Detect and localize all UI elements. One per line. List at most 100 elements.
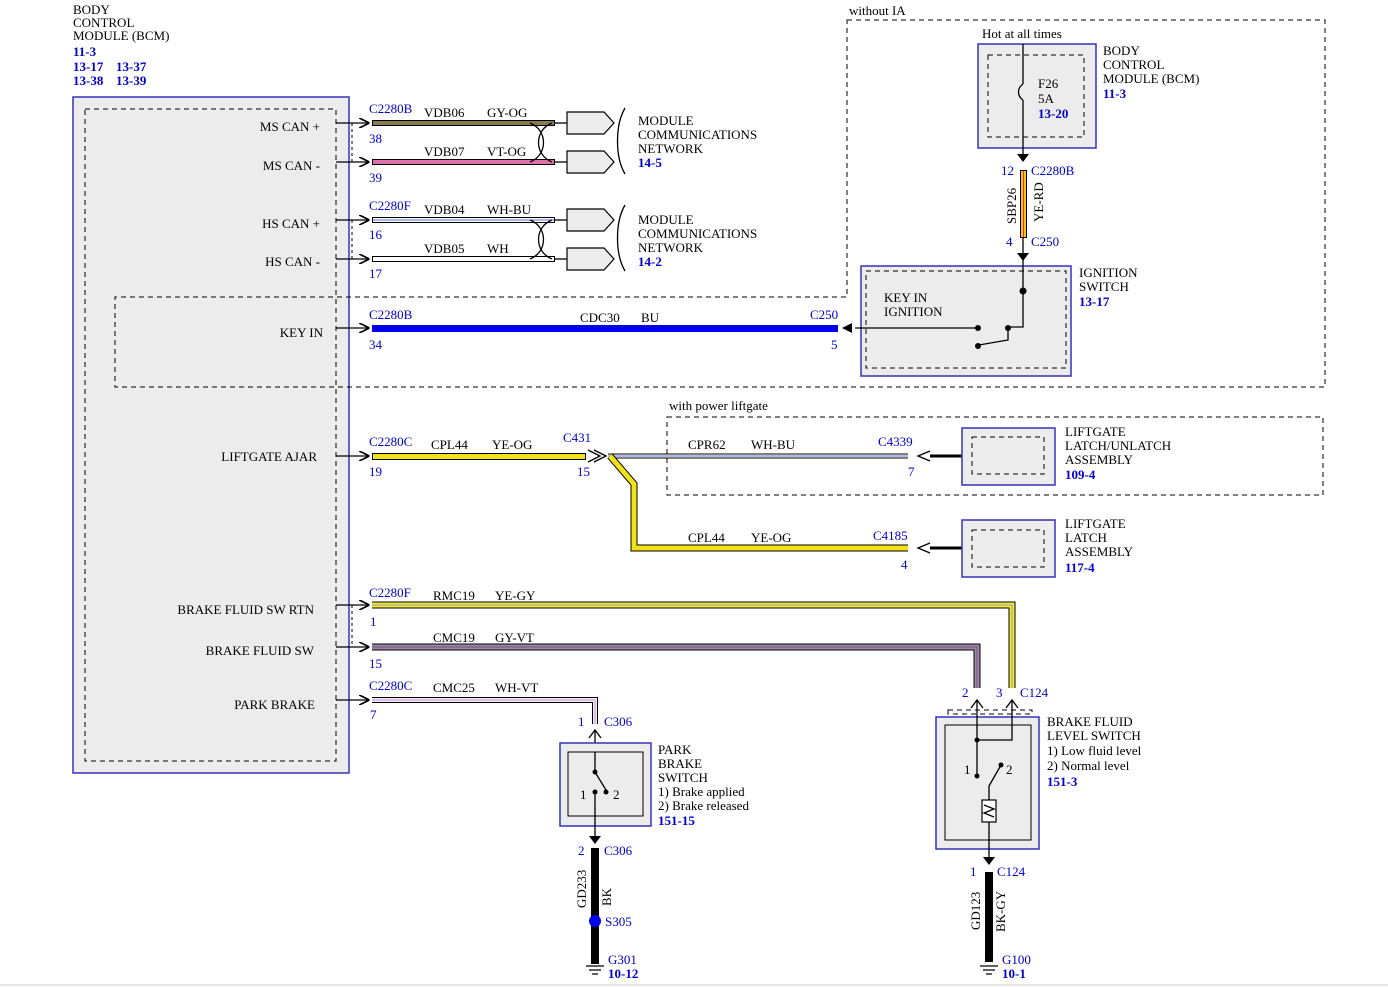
brake-sw-circuit: CMC19 bbox=[433, 630, 475, 645]
wire-rmc19-tracer bbox=[372, 604, 1013, 688]
brake-switch-upper-loop bbox=[976, 700, 1013, 741]
liftgate-ajar-pin: 19 bbox=[369, 464, 382, 479]
ignition-switch-line-2: SWITCH bbox=[1079, 279, 1129, 294]
key-in-circuit: CDC30 bbox=[580, 310, 620, 325]
fuse-bcm-box bbox=[977, 43, 1097, 149]
sbp26-bottom-connector: C250 bbox=[1031, 234, 1059, 249]
liftgate-ajar-connector: C2280C bbox=[369, 434, 412, 449]
key-in-connector: C2280B bbox=[369, 307, 413, 322]
park-switch-state-1: 1) Brake applied bbox=[658, 784, 745, 799]
wire-vdb06 bbox=[373, 121, 554, 125]
brake-switch-spacer bbox=[947, 709, 1033, 715]
brake-contact-1-label: 1 bbox=[964, 762, 971, 777]
wire-cpl44-a bbox=[373, 454, 585, 459]
fuse-bcm-line-1: BODY bbox=[1103, 43, 1140, 58]
pin-park-brake: PARK BRAKE bbox=[234, 697, 315, 712]
ignition-output-arrow bbox=[842, 323, 852, 333]
liftgate-ajar-circuit: CPL44 bbox=[431, 437, 468, 452]
hs-minus-network-connector bbox=[566, 247, 615, 271]
ignition-node-3 bbox=[975, 325, 981, 331]
hs-can-plus-pin: 16 bbox=[369, 227, 383, 242]
ms-minus-network-connector bbox=[566, 150, 615, 174]
hs-can-twist bbox=[529, 219, 553, 260]
liftgate-latch-inner bbox=[971, 529, 1045, 568]
park-brake-connector: C2280C bbox=[369, 678, 412, 693]
ms-network-brace bbox=[616, 107, 626, 175]
bcm-module-box bbox=[72, 96, 350, 774]
c4185-arrow bbox=[916, 542, 931, 554]
park-switch-top-pin: 1 bbox=[578, 714, 585, 729]
fuse-bcm-line-2: CONTROL bbox=[1103, 57, 1164, 72]
liftgate-latch-line-1: LIFTGATE bbox=[1065, 516, 1126, 531]
bcm-title-line-1: BODY bbox=[73, 2, 110, 17]
bcm-title-line-3: MODULE (BCM) bbox=[73, 28, 169, 43]
without-ia-dashed-region bbox=[114, 19, 1326, 388]
park-switch-ref: 151-15 bbox=[658, 813, 695, 828]
sbp26-color: YE-RD bbox=[1031, 182, 1046, 222]
fuse-element-icon bbox=[1017, 83, 1024, 101]
wire-cmc19-tracer bbox=[372, 646, 978, 688]
hs-plus-network-connector bbox=[566, 208, 615, 232]
park-switch-bottom-arrow bbox=[589, 836, 601, 844]
brake-fluid-wires: C2280F 1 RMC19 YE-GY 15 CMC19 GY-VT bbox=[336, 585, 1016, 688]
pin-hs-can-minus: HS CAN - bbox=[265, 254, 320, 269]
bcm-ref-5: 13-39 bbox=[116, 73, 147, 88]
wire-cdc30 bbox=[372, 325, 838, 332]
ignition-switch: IGNITION SWITCH 13-17 KEY IN IGNITION bbox=[842, 262, 1138, 377]
network-2-line-2: COMMUNICATIONS bbox=[638, 226, 757, 241]
brake-sw-color: GY-VT bbox=[495, 630, 534, 645]
without-ia-label: without IA bbox=[849, 3, 906, 18]
key-in-wire: C2280B 34 CDC30 BU C250 5 bbox=[336, 307, 838, 352]
fuse-bcm-inner bbox=[987, 54, 1085, 138]
network-1-ref: 14-5 bbox=[638, 155, 662, 170]
bcm-title: BODY CONTROL MODULE (BCM) 11-3 13-17 13-… bbox=[73, 2, 169, 88]
fuse-bcm-line-3: MODULE (BCM) bbox=[1103, 71, 1199, 86]
pin-ms-can-minus: MS CAN - bbox=[263, 158, 320, 173]
ignition-switch-circuit bbox=[855, 262, 1024, 346]
cpr62-circuit: CPR62 bbox=[688, 437, 726, 452]
park-brake-color: WH-VT bbox=[495, 680, 538, 695]
brake-switch-contact-1 bbox=[974, 773, 980, 779]
c431-connector-chevron bbox=[587, 449, 608, 463]
brake-switch-top-arrows bbox=[970, 698, 1019, 709]
fuse-rating: 5A bbox=[1038, 91, 1055, 106]
brake-switch-top-connector: C124 bbox=[1020, 685, 1049, 700]
wire-vdb05 bbox=[373, 257, 554, 261]
liftgate-ajar-color: YE-OG bbox=[492, 437, 532, 452]
pin-brake-fluid-sw-rtn: BRAKE FLUID SW RTN bbox=[177, 602, 314, 617]
pin-hs-can-plus: HS CAN + bbox=[262, 216, 320, 231]
park-brake-circuit: CMC25 bbox=[433, 680, 475, 695]
network-1-line-3: NETWORK bbox=[638, 141, 704, 156]
key-in-far-pin: 5 bbox=[831, 337, 838, 352]
sbp26-top-pin: 12 bbox=[1001, 163, 1014, 178]
park-switch-top-connector: C306 bbox=[604, 714, 633, 729]
hs-can-minus-color: WH bbox=[487, 241, 509, 256]
brake-switch-bottom-pin: 1 bbox=[970, 864, 977, 879]
ignition-inner-line-2: IGNITION bbox=[884, 304, 943, 319]
park-switch-line-2: BRAKE bbox=[658, 756, 702, 771]
liftgate-latch-unlatch-ref: 109-4 bbox=[1065, 467, 1096, 482]
ms-plus-network-connector bbox=[566, 111, 615, 135]
bcm-ref-3: 13-37 bbox=[116, 59, 147, 74]
ignition-node-4 bbox=[975, 343, 981, 349]
wire-gd233 bbox=[591, 848, 599, 964]
park-switch-blade bbox=[594, 771, 607, 791]
ms-can-minus-color: VT-OG bbox=[487, 144, 526, 159]
cpl44-b-connector: C4185 bbox=[873, 528, 908, 543]
brake-rtn-connector: C2280F bbox=[369, 585, 411, 600]
ms-can-plus-connector: C2280B bbox=[369, 101, 413, 116]
park-brake-switch-inner bbox=[567, 751, 644, 817]
bcm-title-line-2: CONTROL bbox=[73, 15, 134, 30]
wire-cpl44-b bbox=[608, 454, 908, 551]
ignition-switch-inner bbox=[865, 270, 1067, 369]
liftgate-latch-unlatch-line-1: LIFTGATE bbox=[1065, 424, 1126, 439]
liftgate-wires: C2280C 19 CPL44 YE-OG C431 15 CPR62 WH-B… bbox=[336, 424, 1171, 578]
fuse-ref: 13-20 bbox=[1038, 106, 1068, 121]
ground-g100-label: G100 bbox=[1002, 952, 1031, 967]
fuse-output-arrow bbox=[1017, 154, 1029, 162]
gd123-circuit: GD123 bbox=[968, 892, 983, 930]
cpr62-connector: C4339 bbox=[878, 434, 913, 449]
wire-cmc25-tracer bbox=[372, 699, 596, 724]
key-in-color: BU bbox=[641, 310, 660, 325]
gd123-color: BK-GY bbox=[993, 890, 1008, 932]
